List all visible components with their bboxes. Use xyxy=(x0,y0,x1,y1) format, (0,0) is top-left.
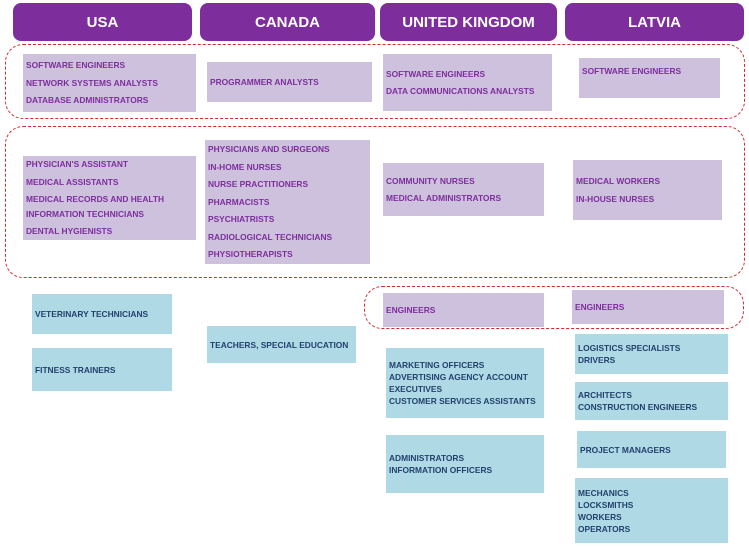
occupation-item: PROGRAMMER ANALYSTS xyxy=(210,76,319,87)
occupation-item: ENGINEERS xyxy=(575,301,625,312)
occupation-item: LOGISTICS SPECIALISTS xyxy=(578,343,681,353)
occupation-item: TEACHERS, SPECIAL EDUCATION xyxy=(210,339,349,350)
occupation-item: PHYSIOTHERAPISTS xyxy=(208,249,293,260)
occupation-item: CONSTRUCTION ENGINEERS xyxy=(578,402,698,412)
other-uk-box-1: MARKETING OFFICERS ADVERTISING AGENCY ACC… xyxy=(386,348,544,418)
occupation-item: ADVERTISING AGENCY ACCOUNT EXECUTIVES xyxy=(389,372,528,394)
occupation-item: NETWORK SYSTEMS ANALYSTS xyxy=(26,77,158,88)
engineers-group-outline xyxy=(364,286,744,329)
header-usa: USA xyxy=(13,3,192,41)
occupation-item: CUSTOMER SERVICES ASSISTANTS xyxy=(389,396,536,406)
other-uk-box-2: ADMINISTRATORS INFORMATION OFFICERS xyxy=(386,435,544,493)
occupation-item: SOFTWARE ENGINEERS xyxy=(582,65,682,76)
occupation-item: PHARMACISTS xyxy=(208,196,270,207)
occupation-item: MEDICAL ASSISTANTS xyxy=(26,176,119,187)
it-uk-box: SOFTWARE ENGINEERS DATA COMMUNICATIONS AN… xyxy=(383,54,552,111)
occupation-item: DATABASE ADMINISTRATORS xyxy=(26,95,149,106)
other-latvia-box-1: LOGISTICS SPECIALISTS DRIVERS xyxy=(575,334,728,374)
occupation-item: PHYSICIAN'S ASSISTANT xyxy=(26,159,129,170)
occupation-item: MEDICAL RECORDS AND HEALTH INFORMATION T… xyxy=(26,194,165,219)
occupation-item: VETERINARY TECHNICIANS xyxy=(35,309,149,319)
occupation-item: LOCKSMITHS xyxy=(578,499,634,510)
occupation-item: DENTAL HYGIENISTS xyxy=(26,226,113,237)
header-latvia: LATVIA xyxy=(565,3,744,41)
occupation-item: PHYSICIANS AND SURGEONS xyxy=(208,144,330,155)
health-uk-box: COMMUNITY NURSES MEDICAL ADMINISTRATORS xyxy=(383,163,544,216)
occupation-item: PSYCHIATRISTS xyxy=(208,214,275,225)
occupation-item: WORKERS xyxy=(578,511,622,522)
health-usa-box: PHYSICIAN'S ASSISTANT MEDICAL ASSISTANTS M… xyxy=(23,156,196,240)
other-usa-box-2: FITNESS TRAINERS xyxy=(32,348,172,391)
other-usa-box-1: VETERINARY TECHNICIANS xyxy=(32,294,172,334)
engineers-uk-box: ENGINEERS xyxy=(383,293,544,327)
other-latvia-box-2: ARCHITECTS CONSTRUCTION ENGINEERS xyxy=(575,382,728,420)
occupation-item: IN-HOME NURSES xyxy=(208,161,282,172)
occupation-item: SOFTWARE ENGINEERS xyxy=(26,60,126,71)
it-usa-box: SOFTWARE ENGINEERS NETWORK SYSTEMS ANALYS… xyxy=(23,54,196,112)
occupation-item: ARCHITECTS xyxy=(578,390,632,400)
header-uk: UNITED KINGDOM xyxy=(380,3,557,41)
other-canada-box-1: TEACHERS, SPECIAL EDUCATION xyxy=(207,326,356,363)
header-canada: CANADA xyxy=(200,3,375,41)
occupation-item: MEDICAL WORKERS xyxy=(576,176,661,186)
occupation-item: SOFTWARE ENGINEERS xyxy=(386,68,486,79)
health-group-outline xyxy=(5,126,745,278)
occupation-item: IN-HOUSE NURSES xyxy=(576,193,655,204)
occupation-item: FITNESS TRAINERS xyxy=(35,364,116,375)
it-canada-box: PROGRAMMER ANALYSTS xyxy=(207,62,372,102)
occupation-item: MEDICAL ADMINISTRATORS xyxy=(386,193,502,203)
occupation-item: OPERATORS xyxy=(578,523,631,534)
health-canada-box: PHYSICIANS AND SURGEONS IN-HOME NURSES NUR… xyxy=(205,140,370,264)
occupation-item: ADMINISTRATORS xyxy=(389,453,465,463)
it-latvia-box: SOFTWARE ENGINEERS xyxy=(579,58,720,98)
occupation-item: MECHANICS xyxy=(578,487,629,498)
occupation-item: NURSE PRACTITIONERS xyxy=(208,179,309,190)
occupation-item: MARKETING OFFICERS xyxy=(389,360,485,370)
occupation-item: RADIOLOGICAL TECHNICIANS xyxy=(208,231,333,242)
other-latvia-box-3: PROJECT MANAGERS xyxy=(577,431,726,468)
engineers-latvia-box: ENGINEERS xyxy=(572,290,724,324)
occupation-item: DATA COMMUNICATIONS ANALYSTS xyxy=(386,86,535,96)
it-group-outline xyxy=(5,44,745,119)
occupation-item: DRIVERS xyxy=(578,355,616,365)
occupation-item: INFORMATION OFFICERS xyxy=(389,465,493,475)
occupation-item: PROJECT MANAGERS xyxy=(580,444,671,455)
occupation-item: COMMUNITY NURSES xyxy=(386,175,475,186)
occupation-item: ENGINEERS xyxy=(386,304,436,315)
health-latvia-box: MEDICAL WORKERS IN-HOUSE NURSES xyxy=(573,160,722,220)
